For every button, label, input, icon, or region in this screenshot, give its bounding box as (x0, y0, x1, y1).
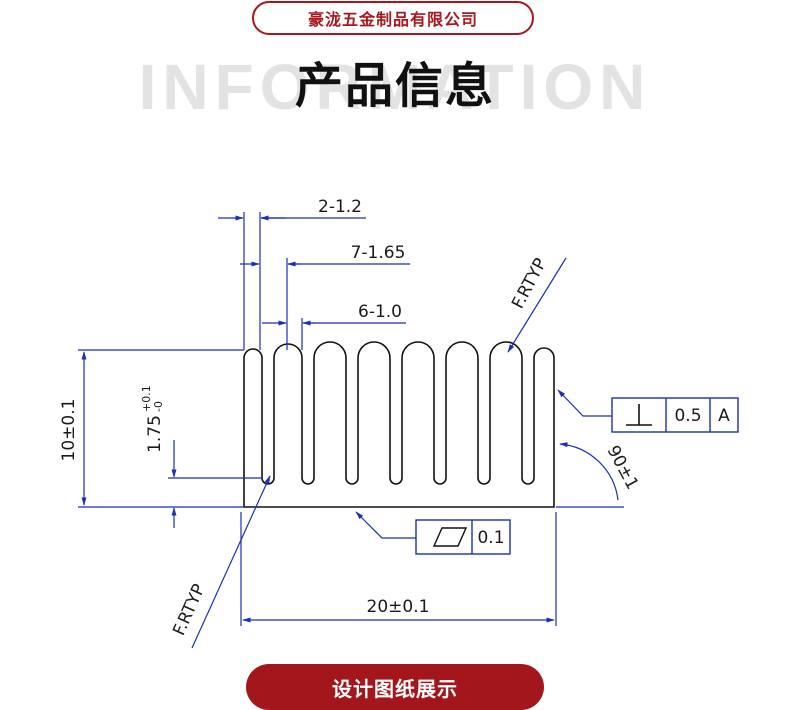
dim-height: 10±0.1 (59, 399, 79, 462)
perpendicularity-datum: A (718, 406, 730, 426)
flatness-icon (432, 527, 468, 547)
dim-width: 20±0.1 (367, 597, 430, 617)
flatness-value: 0.1 (477, 528, 504, 548)
dim-base-group: 1.75 +0.1 -0 (140, 385, 165, 453)
company-name-badge: 豪泷五金制品有限公司 (252, 1, 534, 35)
flatness-frame: 0.1 (415, 519, 511, 555)
company-name: 豪泷五金制品有限公司 (307, 10, 478, 29)
design-drawings-label: 设计图纸展示 (332, 676, 458, 701)
dim-base-tol-lower: -0 (152, 401, 165, 412)
dim-7-1-65: 7-1.65 (351, 243, 406, 263)
dim-base: 1.75 (145, 415, 165, 453)
design-drawings-button[interactable]: 设计图纸展示 (246, 664, 544, 710)
fillet-note-bottom: F.RTYP (169, 581, 209, 639)
dim-base-tol-upper: +0.1 (140, 385, 153, 412)
perpendicularity-icon (626, 404, 652, 426)
perpendicularity-value: 0.5 (674, 406, 701, 426)
perpendicularity-frame: 0.5 A (611, 397, 739, 433)
dimension-lines (78, 212, 624, 649)
heat-sink-outline (243, 341, 555, 508)
dim-2-1-2: 2-1.2 (318, 197, 362, 217)
information-watermark: INFORMATION (138, 51, 652, 123)
dim-6-1-0: 6-1.0 (358, 302, 402, 322)
fillet-note-top: F.RTYP (508, 255, 551, 312)
page-title-text: 产品信息 (294, 58, 495, 114)
page-title: 产品信息 (0, 54, 790, 118)
angle-note: 90±1 (603, 442, 643, 493)
